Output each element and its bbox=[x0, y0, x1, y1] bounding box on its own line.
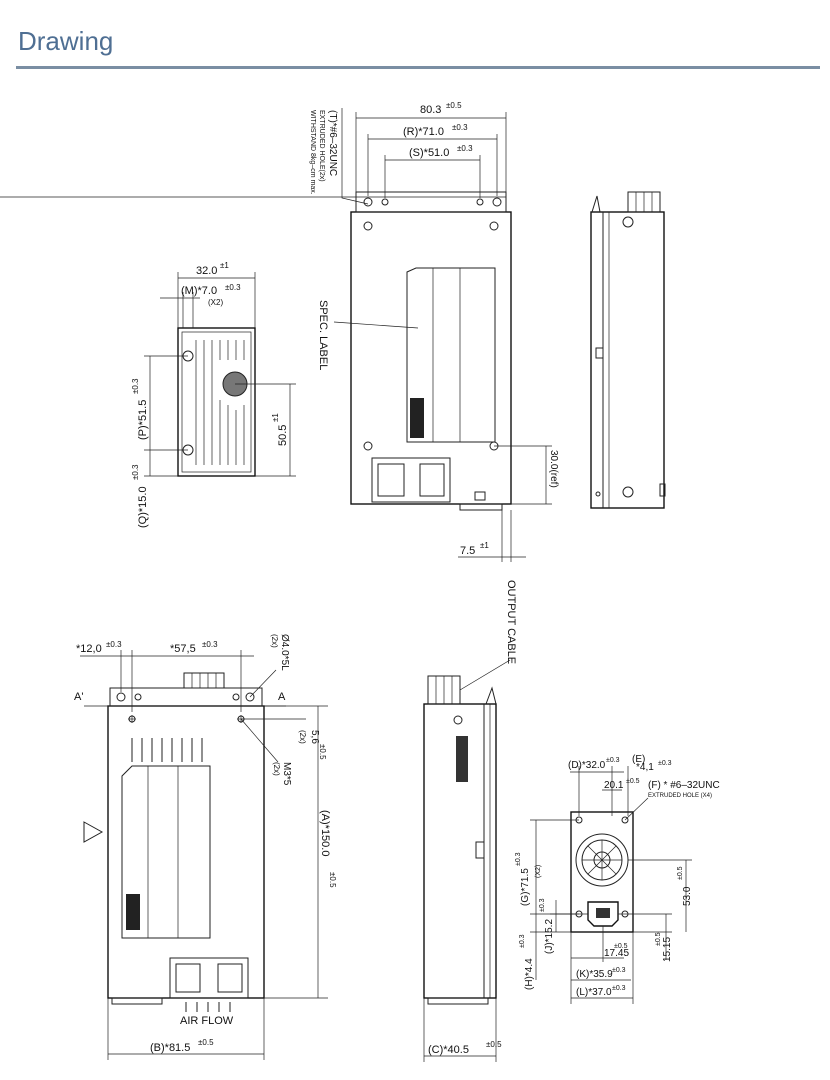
note-t-line1: (T)*#6–32UNC bbox=[327, 110, 338, 176]
dim-e: (E) bbox=[632, 754, 645, 765]
dim-p-tol: ±0.3 bbox=[131, 378, 140, 394]
dim-80-3: 80.3 bbox=[420, 104, 441, 116]
dim-b: (B)*81.5 bbox=[150, 1042, 190, 1054]
dim-q: (Q)*15.0 bbox=[137, 486, 149, 528]
dim-17-45-tol: ±0.5 bbox=[614, 943, 628, 950]
dim-20-1-tol: ±0.5 bbox=[626, 778, 640, 785]
bottom-view: AIR FLOW A' A *12,0 ±0.3 *57,5 ±0.3 Ø4.0… bbox=[74, 634, 337, 1060]
dim-15-15-tol: ±0.5 bbox=[655, 932, 662, 946]
note-f-line2: EXTRUDED HOLE (X4) bbox=[648, 793, 712, 799]
dim-c-tol: ±0.5 bbox=[486, 1040, 502, 1049]
note-t-line2: EXTRUDED HOLE(2x) bbox=[318, 110, 325, 182]
arrow-a: A bbox=[278, 691, 286, 703]
dim-50-5: 50.5 bbox=[277, 425, 289, 446]
dim-m3: M3*5 bbox=[281, 762, 292, 786]
dim-a: (A)*150.0 bbox=[319, 810, 331, 856]
dim-17-45: 17.45 bbox=[604, 948, 629, 959]
front-view: (D)*32.0 ±0.3 (E) *4,1 ±0.3 (F) * #6–32U… bbox=[515, 754, 720, 1004]
dim-b-tol: ±0.5 bbox=[198, 1038, 214, 1047]
dim-p: (P)*51.5 bbox=[137, 400, 149, 440]
dim-53: 53.0 bbox=[682, 886, 693, 906]
note-f-line1: (F) * #6–32UNC bbox=[648, 780, 720, 791]
dim-m-x2: (X2) bbox=[208, 298, 223, 307]
dim-57-5-tol: ±0.3 bbox=[202, 640, 218, 649]
dim-r: (R)*71.0 bbox=[403, 126, 444, 138]
dim-l-tol: ±0.3 bbox=[612, 985, 626, 992]
dim-7-5: 7.5 bbox=[460, 545, 475, 557]
note-output-cable: OUTPUT CABLE bbox=[505, 580, 517, 664]
dim-20-1: 20.1 bbox=[604, 780, 624, 791]
dim-5-6: 5,6 bbox=[309, 730, 320, 744]
dim-a-tol: ±0.5 bbox=[328, 872, 337, 888]
dim-s: (S)*51.0 bbox=[409, 147, 449, 159]
title-divider bbox=[16, 66, 820, 69]
dim-c: (C)*40.5 bbox=[428, 1044, 469, 1056]
dim-m3-x: (2x) bbox=[272, 762, 281, 776]
dim-k: (K)*35.9 bbox=[576, 969, 613, 980]
fan-side-view: 32.0 ±1 (M)*7.0 ±0.3 (X2) (P)*51.5 ±0.3 … bbox=[131, 261, 296, 528]
side-view-lower: OUTPUT CABLE (C)*40.5 ±0.5 bbox=[423, 580, 517, 1062]
dim-j-tol: ±0.3 bbox=[539, 898, 546, 912]
dim-s-tol: ±0.3 bbox=[457, 144, 473, 153]
dim-32: 32.0 bbox=[196, 265, 217, 277]
dim-hole-4-x: (2x) bbox=[270, 634, 279, 648]
dim-e2: *4,1 bbox=[636, 762, 654, 773]
dim-q-tol: ±0.3 bbox=[131, 464, 140, 480]
dim-5-6-tol: ±0.5 bbox=[318, 744, 327, 760]
dim-50-5-tol: ±1 bbox=[271, 413, 280, 422]
dim-e2-tol: ±0.3 bbox=[658, 760, 672, 767]
page-title: Drawing bbox=[18, 26, 114, 56]
dim-g-x: (X2) bbox=[535, 865, 542, 878]
dim-30-ref: 30.0(ref) bbox=[548, 450, 559, 488]
note-air-flow: AIR FLOW bbox=[180, 1015, 234, 1027]
dim-7-5-tol: ±1 bbox=[480, 541, 489, 550]
dim-g-tol: ±0.3 bbox=[515, 852, 522, 866]
dim-12: *12,0 bbox=[76, 643, 102, 655]
dim-53-tol: ±0.5 bbox=[677, 866, 684, 880]
dim-d: (D)*32.0 bbox=[568, 760, 606, 771]
note-spec-label: SPEC. LABEL bbox=[317, 300, 329, 370]
dim-15-15: 15.15 bbox=[662, 937, 673, 962]
dim-5-6-x: (2x) bbox=[298, 730, 307, 744]
dim-m-tol: ±0.3 bbox=[225, 283, 241, 292]
dim-r-tol: ±0.3 bbox=[452, 123, 468, 132]
arrow-a-prime: A' bbox=[74, 691, 83, 703]
dim-80-3-tol: ±0.5 bbox=[446, 101, 462, 110]
dim-d-tol: ±0.3 bbox=[606, 757, 620, 764]
dim-g: (G)*71.5 bbox=[520, 868, 531, 906]
dim-h-tol: ±0.3 bbox=[519, 934, 526, 948]
dim-12-tol: ±0.3 bbox=[106, 640, 122, 649]
dim-l: (L)*37.0 bbox=[576, 987, 612, 998]
dim-hole-4: Ø4.0*5L bbox=[279, 634, 290, 671]
dim-m: (M)*7.0 bbox=[181, 285, 217, 297]
dim-57-5: *57,5 bbox=[170, 643, 196, 655]
top-view: 80.3 ±0.5 (R)*71.0 ±0.3 (S)*51.0 ±0.3 30… bbox=[0, 101, 559, 562]
side-view-right bbox=[590, 191, 666, 509]
dim-j: (J)*15.2 bbox=[544, 919, 555, 954]
dim-h: (H)*4.4 bbox=[524, 958, 535, 990]
note-t-line3: WITHSTAND 8kg–cm max. bbox=[309, 110, 316, 195]
dim-k-tol: ±0.3 bbox=[612, 967, 626, 974]
dim-32-tol: ±1 bbox=[220, 261, 229, 270]
